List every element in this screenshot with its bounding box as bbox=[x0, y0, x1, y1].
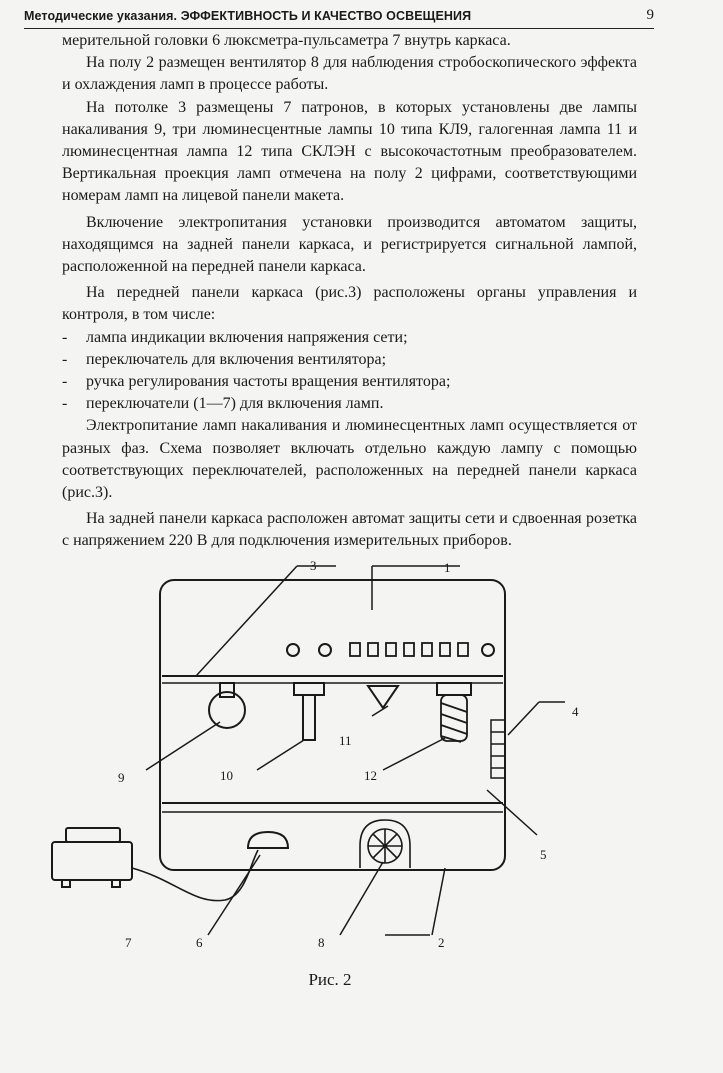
label-4: 4 bbox=[572, 704, 579, 719]
fan-knob-icon bbox=[318, 643, 332, 657]
lamp-12-socket bbox=[436, 682, 472, 696]
paragraph-2: На полу 2 размещен вентилятор 8 для набл… bbox=[62, 54, 637, 94]
paragraph-1: мерительной головки 6 люксметра-пульсаме… bbox=[62, 32, 511, 49]
indicator-lamp-icon bbox=[286, 643, 300, 657]
label-8: 8 bbox=[318, 935, 325, 950]
switch-knob-icon bbox=[481, 643, 495, 657]
label-2: 2 bbox=[438, 935, 445, 950]
list-item: -лампа индикации включения напряжения се… bbox=[62, 328, 408, 346]
running-header: Методические указания. ЭФФЕКТИВНОСТЬ И К… bbox=[24, 6, 654, 29]
label-11: 11 bbox=[339, 733, 352, 748]
fluorescent-lamp-icon bbox=[302, 694, 316, 741]
figure-diagram bbox=[51, 565, 565, 936]
label-9: 9 bbox=[118, 770, 125, 785]
leader-lines bbox=[145, 565, 565, 936]
paragraph-4: Включение электропитания установки произ… bbox=[62, 213, 637, 276]
page-number: 9 bbox=[646, 7, 655, 23]
list-item: -переключатель для включения вентилятора… bbox=[62, 350, 387, 368]
luxmeter-icon bbox=[51, 827, 133, 888]
header-title: Методические указания. ЭФФЕКТИВНОСТЬ И К… bbox=[24, 9, 472, 23]
label-5: 5 bbox=[540, 847, 547, 862]
label-12: 12 bbox=[364, 768, 377, 783]
label-10: 10 bbox=[220, 768, 233, 783]
cable-line bbox=[131, 849, 259, 902]
spiral-lamp-icon bbox=[440, 694, 468, 743]
label-6: 6 bbox=[196, 935, 203, 950]
side-panel-element bbox=[490, 719, 506, 779]
halogen-lamp-icon bbox=[366, 685, 400, 710]
figure-caption: Рис. 2 bbox=[308, 970, 352, 989]
incandescent-lamp-icon bbox=[208, 691, 246, 729]
lamp-switches bbox=[349, 642, 469, 657]
paragraph-5: На передней панели каркаса (рис.3) распо… bbox=[62, 284, 637, 324]
fan-icon bbox=[359, 819, 411, 868]
label-7: 7 bbox=[125, 935, 132, 950]
list-item: -переключатели (1—7) для включения ламп. bbox=[62, 395, 384, 413]
list-item: -ручка регулирования частоты вращения ве… bbox=[62, 373, 451, 391]
paragraph-3: На потолке 3 размещены 7 патронов, в кот… bbox=[62, 98, 637, 205]
paragraph-6: Электропитание ламп накаливания и люмине… bbox=[62, 417, 637, 502]
lamp-9-socket bbox=[219, 682, 235, 698]
measuring-head-icon bbox=[246, 830, 290, 849]
label-1: 1 bbox=[444, 560, 451, 575]
paragraph-7: На задней панели каркаса расположен авто… bbox=[62, 510, 637, 550]
lamp-10-socket bbox=[293, 682, 325, 696]
frame-body bbox=[159, 579, 506, 871]
body-text: мерительной головки 6 люксметра-пульсаме… bbox=[62, 30, 637, 553]
label-3: 3 bbox=[310, 558, 317, 573]
